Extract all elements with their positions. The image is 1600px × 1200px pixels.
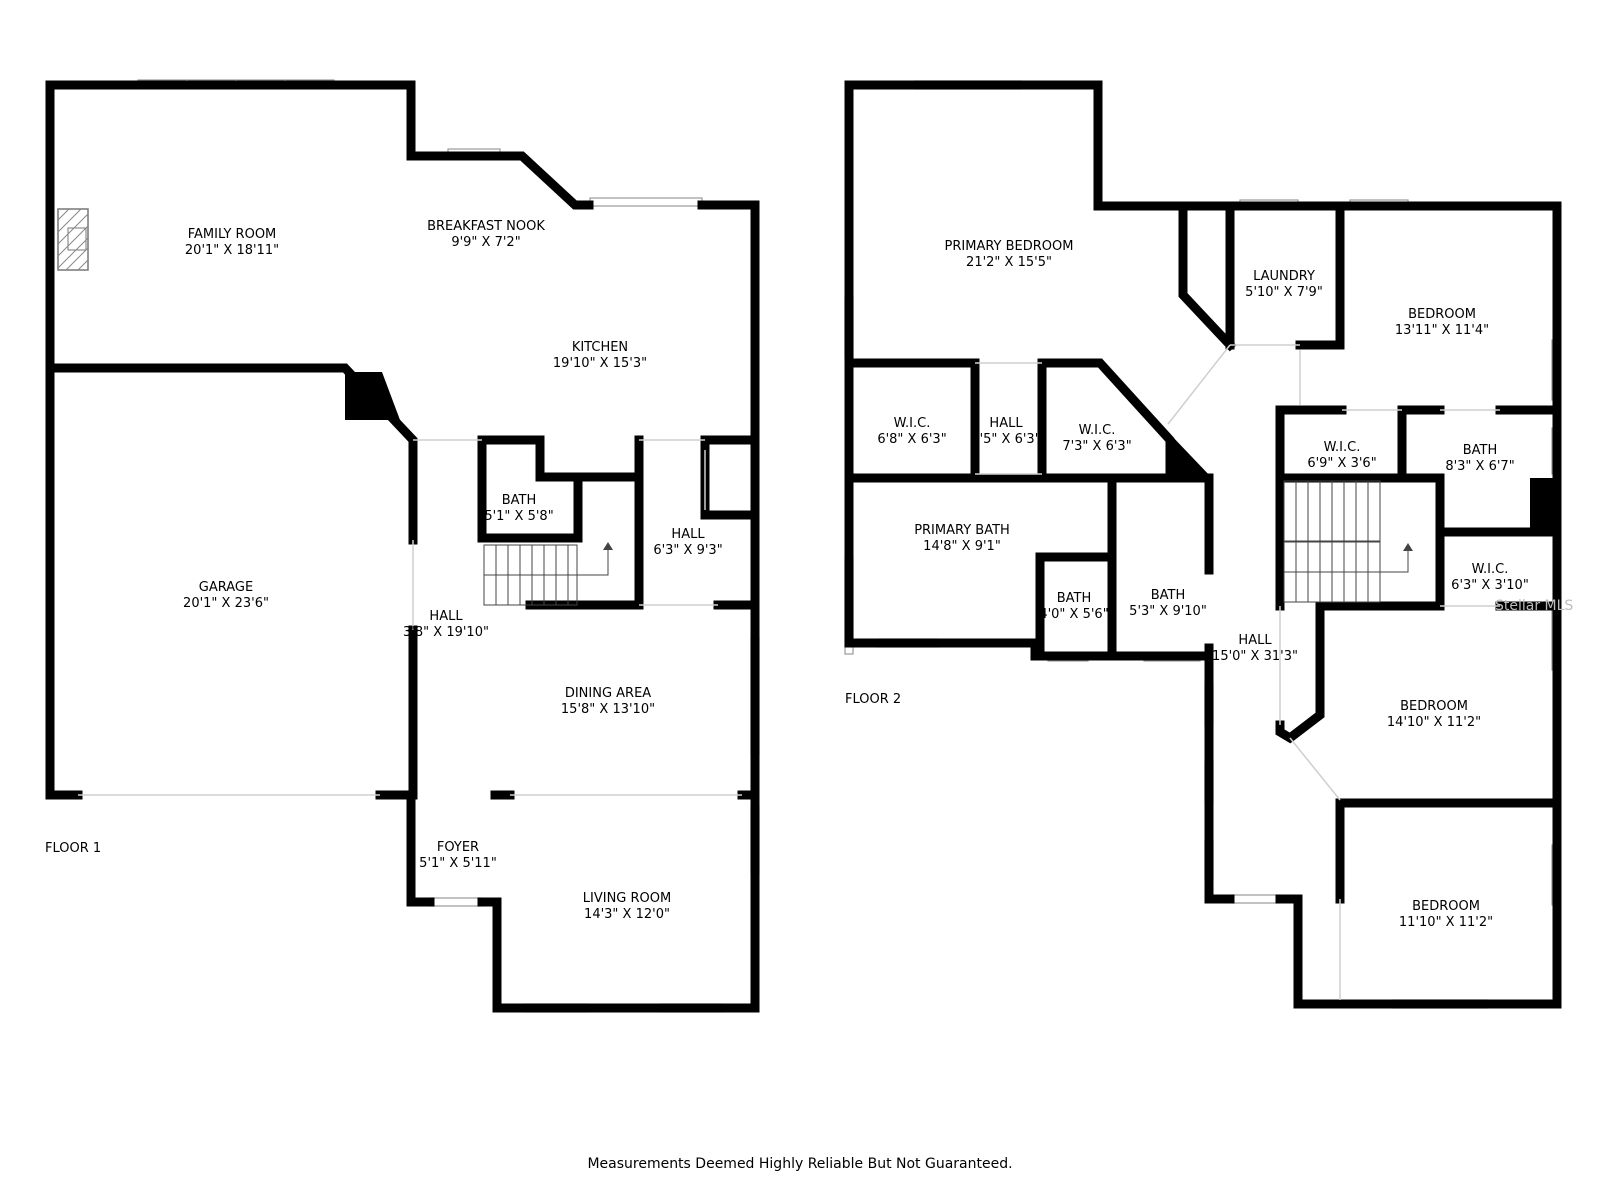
room-name: LIVING ROOM bbox=[583, 891, 671, 906]
room-name: FOYER bbox=[437, 840, 479, 855]
room-name: PRIMARY BEDROOM bbox=[945, 239, 1074, 254]
disclaimer-footer: Measurements Deemed Highly Reliable But … bbox=[587, 1156, 1013, 1172]
floor-2-walls bbox=[844, 80, 1562, 1009]
floor-1-walls bbox=[45, 80, 760, 1013]
room-name: BEDROOM bbox=[1408, 307, 1476, 322]
floor-2-plan: Stellar MLS bbox=[844, 80, 1573, 1009]
room-name: BEDROOM bbox=[1412, 899, 1480, 914]
room-dims: 6'3" X 9'3" bbox=[653, 543, 722, 558]
room-dims: 5'1" X 5'8" bbox=[484, 509, 553, 524]
room-dims: 9'9" X 7'2" bbox=[451, 235, 520, 250]
room-dims: 5'10" X 7'9" bbox=[1245, 285, 1323, 300]
room-dims: 14'10" X 11'2" bbox=[1387, 715, 1481, 730]
room-dims: 5'1" X 5'11" bbox=[419, 856, 497, 871]
floor-1-label: FLOOR 1 bbox=[45, 841, 101, 856]
room-name: DINING AREA bbox=[565, 686, 651, 701]
room-dims: 5'3" X 9'10" bbox=[1129, 604, 1207, 619]
room-dims: 14'3" X 12'0" bbox=[584, 907, 670, 922]
room-name: GARAGE bbox=[199, 580, 253, 595]
room-dims: 6'9" X 3'6" bbox=[1307, 456, 1376, 471]
room-name: BREAKFAST NOOK bbox=[427, 219, 545, 234]
room-name: HALL bbox=[1238, 633, 1272, 648]
floor-1-openings bbox=[78, 439, 742, 796]
floor-1-stairs bbox=[483, 542, 613, 606]
floor-2-wall-block bbox=[1170, 434, 1212, 478]
room-name: HALL bbox=[671, 527, 705, 542]
room-name: HALL bbox=[989, 416, 1023, 431]
room-name: W.I.C. bbox=[894, 416, 931, 431]
floor-2-openings bbox=[975, 344, 1500, 1000]
room-dims: 15'0" X 31'3" bbox=[1212, 649, 1298, 664]
room-name: KITCHEN bbox=[572, 340, 628, 355]
room-name: PRIMARY BATH bbox=[914, 523, 1010, 538]
watermark: Stellar MLS bbox=[1495, 598, 1573, 614]
room-dims: 11'10" X 11'2" bbox=[1399, 915, 1493, 930]
room-dims: 14'8" X 9'1" bbox=[923, 539, 1001, 554]
room-name: BATH bbox=[1151, 588, 1186, 603]
room-dims: 20'1" X 18'11" bbox=[185, 243, 279, 258]
floor-2-labels: PRIMARY BEDROOM 21'2" X 15'5" LAUNDRY 5'… bbox=[845, 239, 1529, 930]
room-dims: 15'8" X 13'10" bbox=[561, 702, 655, 717]
room-dims: 20'1" X 23'6" bbox=[183, 596, 269, 611]
room-dims: 8'3" X 6'7" bbox=[1445, 459, 1514, 474]
floor-2-label: FLOOR 2 bbox=[845, 692, 901, 707]
floor-1-labels: FAMILY ROOM 20'1" X 18'11" BREAKFAST NOO… bbox=[45, 219, 723, 922]
room-name: W.I.C. bbox=[1079, 423, 1116, 438]
room-dims: 19'10" X 15'3" bbox=[553, 356, 647, 371]
room-name: W.I.C. bbox=[1472, 562, 1509, 577]
room-name: BATH bbox=[1057, 591, 1092, 606]
room-dims: 13'11" X 11'4" bbox=[1395, 323, 1489, 338]
room-dims: 4'0" X 5'6" bbox=[1039, 607, 1108, 622]
room-name: HALL bbox=[429, 609, 463, 624]
room-dims: 3'5" X 6'3" bbox=[971, 432, 1040, 447]
floor-2-stairs bbox=[1283, 480, 1413, 603]
floor-1-plan bbox=[45, 79, 760, 1013]
fireplace-icon bbox=[57, 208, 89, 271]
room-dims: 6'3" X 3'10" bbox=[1451, 578, 1529, 593]
room-name: BATH bbox=[502, 493, 537, 508]
room-name: BATH bbox=[1463, 443, 1498, 458]
room-dims: 7'3" X 6'3" bbox=[1062, 439, 1131, 454]
room-name: LAUNDRY bbox=[1253, 269, 1315, 284]
room-name: FAMILY ROOM bbox=[188, 227, 277, 242]
room-dims: 3'8" X 19'10" bbox=[403, 625, 489, 640]
room-name: W.I.C. bbox=[1324, 440, 1361, 455]
room-name: BEDROOM bbox=[1400, 699, 1468, 714]
room-dims: 21'2" X 15'5" bbox=[966, 255, 1052, 270]
floor-1-wall-block bbox=[345, 372, 400, 420]
room-dims: 6'8" X 6'3" bbox=[877, 432, 946, 447]
floor-2-wall-block-2 bbox=[1530, 478, 1554, 532]
